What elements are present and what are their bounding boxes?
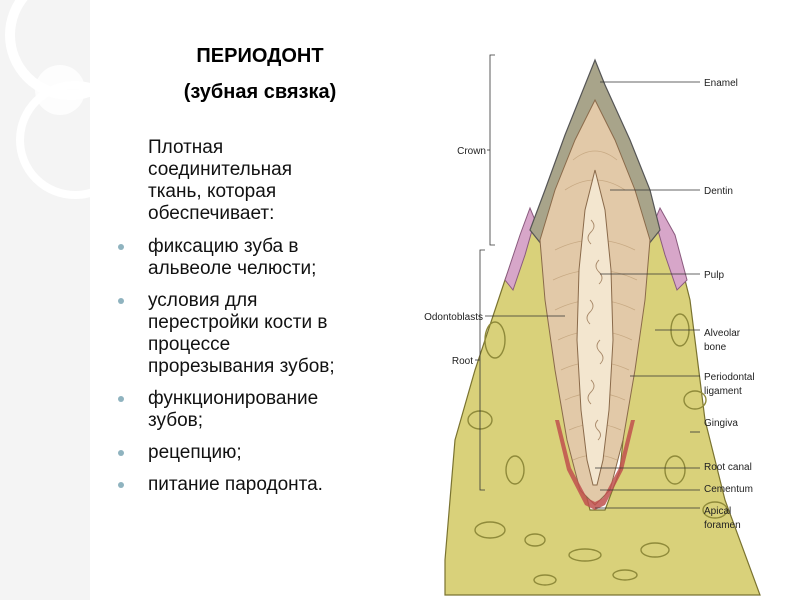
decorative-circles [0,0,90,600]
tooth-pulp [576,169,614,486]
bullet-icon [118,482,124,488]
label-cementum: Cementum [704,484,753,495]
title-line-1: ПЕРИОДОНТ [196,45,324,67]
label-dentin: Dentin [704,186,733,197]
label-gingiva: Gingiva [704,418,738,429]
function-list: фиксацию зуба в альвеоле челюсти; услови… [118,236,418,506]
tooth-diagram-svg: Enamel Dentin Pulp Alveolar bone Periodo… [424,54,761,596]
intro-line-4: обеспечивает: [148,203,275,224]
label-crown: Crown [457,146,486,157]
list-item: рецепцию; [118,442,418,464]
label-odontoblasts: Odontoblasts [424,312,483,323]
label-root: Root [452,356,473,367]
list-item: фиксацию зуба в альвеоле челюсти; [118,236,418,280]
intro-line-3: ткань, которая [148,181,277,202]
intro-line-1: Плотная [148,137,224,158]
title-line-2: (зубная связка) [183,81,337,103]
list-item: питание пародонта. [118,474,418,496]
label-apical-foramen-1: Apical [704,506,731,517]
bullet-icon [118,244,124,250]
bullet-icon [118,396,124,402]
list-item: условия для перестройки кости в процессе… [118,290,418,378]
list-item: функционирование зубов; [118,388,418,432]
label-periodontal-ligament-1: Periodontal [704,372,755,383]
label-periodontal-ligament-2: ligament [704,386,742,397]
label-pulp: Pulp [704,270,724,281]
label-root-canal: Root canal [704,462,752,473]
pulp-texture [586,219,604,441]
left-brackets [475,54,565,491]
label-enamel: Enamel [704,78,738,89]
bullet-icon [118,298,124,304]
label-alveolar-bone-2: bone [704,342,727,353]
intro-line-2: соединительная [148,159,292,180]
slide-title: ПЕРИОДОНТ (зубная связка) [150,38,370,110]
label-apical-foramen-2: foramen [704,520,741,531]
tooth-diagram: Enamel Dentin Pulp Alveolar bone Periodo… [395,40,800,600]
right-leaders [595,81,700,509]
bullet-icon [118,450,124,456]
label-alveolar-bone-1: Alveolar [704,328,741,339]
intro-text: Плотная соединительная ткань, которая об… [148,137,418,225]
